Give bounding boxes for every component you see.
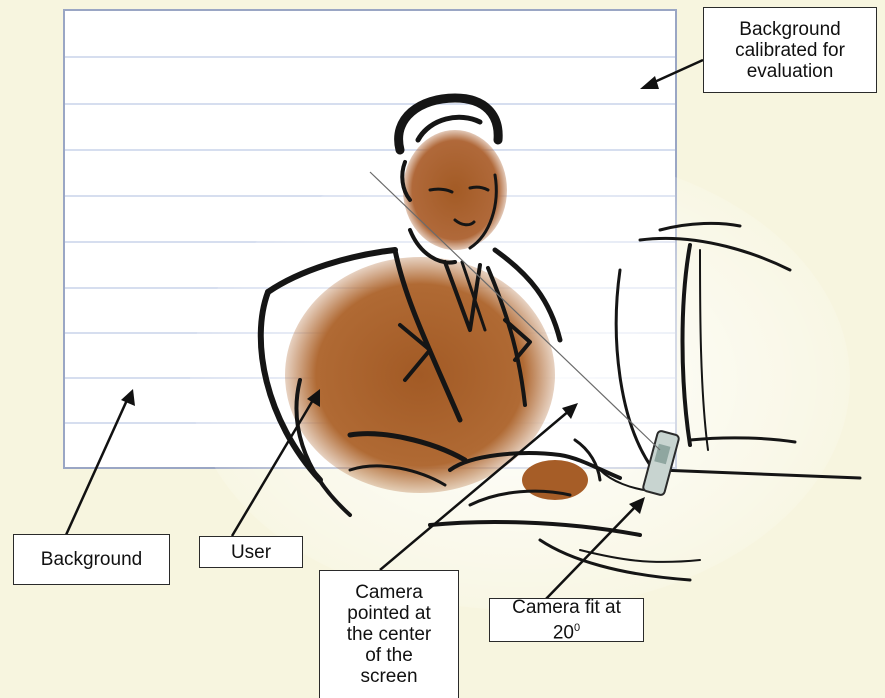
camera-fit-text: Camera fit at 200: [512, 597, 621, 643]
background-label: Background: [13, 534, 170, 585]
user-label: User: [199, 536, 303, 568]
background-calibrated-label: Background calibrated for evaluation: [703, 7, 877, 93]
degree-mark: 0: [574, 622, 580, 634]
camera-fit-label: Camera fit at 200: [489, 598, 644, 642]
camera-center-label: Camera pointed at the center of the scre…: [319, 570, 459, 698]
